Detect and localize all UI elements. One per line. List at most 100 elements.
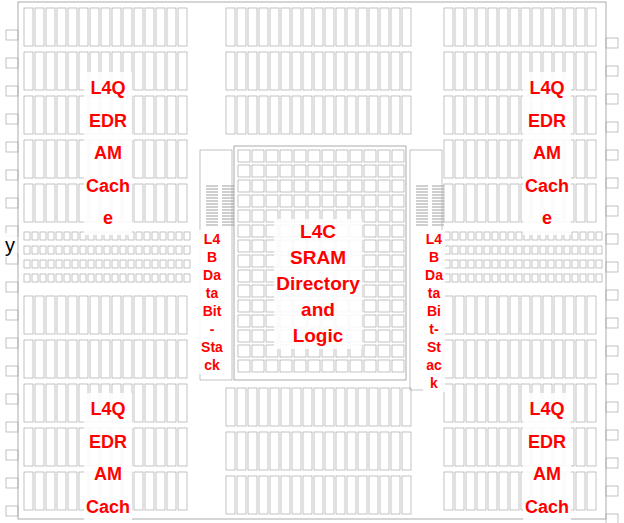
memory-cell-array xyxy=(364,255,376,267)
memory-cell-array xyxy=(358,52,367,90)
memory-cell-array xyxy=(364,300,376,312)
memory-cell-array xyxy=(391,96,400,134)
memory-cell-array xyxy=(378,165,390,177)
memory-cell-array xyxy=(176,232,182,240)
memory-cell-array xyxy=(281,476,290,514)
memory-cell-array xyxy=(112,274,118,282)
io-pad xyxy=(606,94,618,104)
memory-cell-array xyxy=(510,384,519,422)
memory-cell-array xyxy=(499,52,508,90)
memory-cell-array xyxy=(580,246,586,254)
memory-cell-array xyxy=(508,260,514,268)
memory-cell-array xyxy=(564,274,570,282)
memory-cell-array xyxy=(238,330,250,342)
memory-cell-array xyxy=(516,274,522,282)
memory-cell-array xyxy=(532,340,541,378)
memory-cell-array xyxy=(444,96,453,134)
memory-cell-array xyxy=(237,388,246,426)
io-pad xyxy=(6,366,18,376)
memory-cell-array xyxy=(160,246,166,254)
memory-cell-array xyxy=(336,388,345,426)
bit-stack-wiring xyxy=(206,195,218,196)
memory-cell-array xyxy=(72,232,78,240)
memory-cell-array xyxy=(68,340,77,378)
memory-cell-array xyxy=(24,296,33,334)
memory-cell-array xyxy=(380,432,389,470)
memory-cell-array xyxy=(588,260,594,268)
memory-cell-array xyxy=(378,150,390,162)
memory-cell-array xyxy=(347,52,356,90)
memory-cell-array xyxy=(238,285,250,297)
memory-cell-array xyxy=(347,8,356,46)
memory-cell-array xyxy=(380,52,389,90)
memory-cell-array xyxy=(57,296,66,334)
memory-cell-array xyxy=(548,246,554,254)
memory-cell-array xyxy=(402,8,411,46)
memory-cell-array xyxy=(35,340,44,378)
memory-cell-array xyxy=(554,8,563,46)
memory-cell-array xyxy=(46,384,55,422)
memory-cell-array xyxy=(455,96,464,134)
memory-cell-array xyxy=(364,330,376,342)
memory-cell-array xyxy=(80,274,86,282)
memory-cell-array xyxy=(466,472,475,510)
memory-cell-array xyxy=(167,472,176,510)
memory-cell-array xyxy=(128,260,134,268)
memory-cell-array xyxy=(325,476,334,514)
memory-cell-array xyxy=(556,246,562,254)
memory-cell-array xyxy=(252,150,264,162)
memory-cell-array xyxy=(32,260,38,268)
memory-cell-array xyxy=(303,476,312,514)
memory-cell-array xyxy=(145,428,154,466)
memory-cell-array xyxy=(80,246,86,254)
memory-cell-array xyxy=(35,296,44,334)
memory-cell-array xyxy=(476,232,482,240)
memory-cell-array xyxy=(270,476,279,514)
memory-cell-array xyxy=(144,260,150,268)
memory-cell-array xyxy=(477,472,486,510)
memory-cell-array xyxy=(466,384,475,422)
memory-cell-array xyxy=(56,246,62,254)
memory-cell-array xyxy=(380,96,389,134)
memory-cell-array xyxy=(325,96,334,134)
memory-cell-array xyxy=(238,225,250,237)
memory-cell-array xyxy=(488,472,497,510)
memory-cell-array xyxy=(455,340,464,378)
memory-cell-array xyxy=(488,140,497,178)
memory-cell-array xyxy=(56,260,62,268)
memory-cell-array xyxy=(238,315,250,327)
memory-cell-array xyxy=(576,428,585,466)
memory-cell-array xyxy=(292,52,301,90)
memory-cell-array xyxy=(237,8,246,46)
memory-cell-array xyxy=(336,195,348,207)
memory-cell-array xyxy=(336,8,345,46)
memory-cell-array xyxy=(358,388,367,426)
memory-cell-array xyxy=(64,232,70,240)
memory-cell-array xyxy=(314,8,323,46)
memory-cell-array xyxy=(358,476,367,514)
memory-cell-array xyxy=(68,140,77,178)
memory-cell-array xyxy=(266,360,278,372)
memory-cell-array xyxy=(596,232,602,240)
memory-cell-array xyxy=(325,432,334,470)
memory-cell-array xyxy=(369,388,378,426)
memory-cell-array xyxy=(587,340,596,378)
memory-cell-array xyxy=(57,8,66,46)
memory-cell-array xyxy=(167,96,176,134)
memory-cell-array xyxy=(252,225,264,237)
memory-cell-array xyxy=(178,340,187,378)
memory-cell-array xyxy=(392,210,404,222)
memory-cell-array xyxy=(145,184,154,222)
memory-cell-array xyxy=(167,140,176,178)
memory-cell-array xyxy=(576,140,585,178)
memory-cell-array xyxy=(336,52,345,90)
memory-cell-array xyxy=(532,246,538,254)
memory-cell-array xyxy=(40,274,46,282)
memory-cell-array xyxy=(580,274,586,282)
memory-cell-array xyxy=(364,225,376,237)
memory-cell-array xyxy=(35,184,44,222)
memory-cell-array xyxy=(96,246,102,254)
memory-cell-array xyxy=(176,246,182,254)
memory-cell-array xyxy=(46,428,55,466)
memory-cell-array xyxy=(322,180,334,192)
